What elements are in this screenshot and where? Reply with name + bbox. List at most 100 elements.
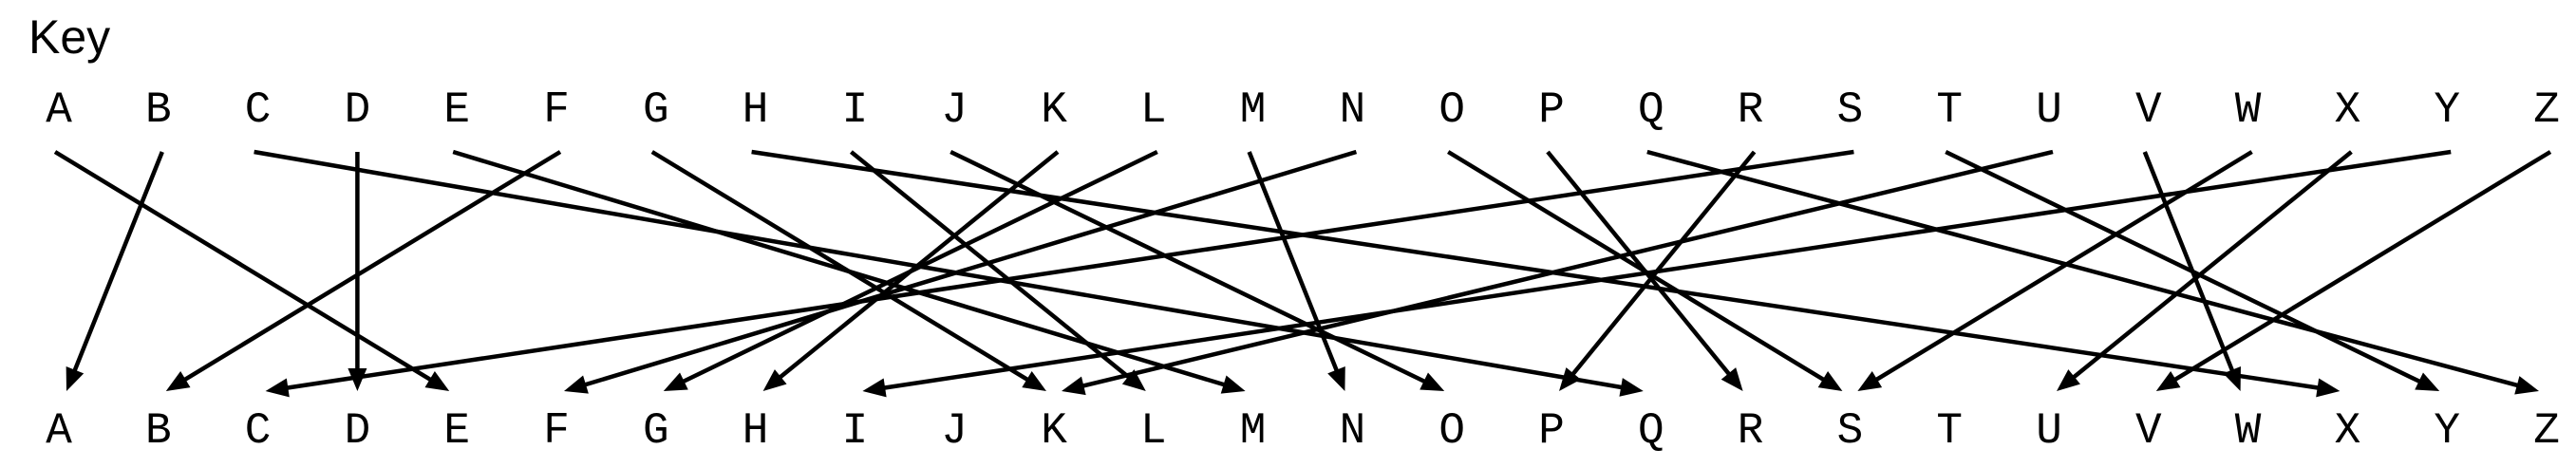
arrow-shaft [1874,150,2253,383]
top-letter-s: S [1837,85,1864,135]
arrow-head [424,370,450,391]
arrow-shaft [849,150,1132,380]
arrow-shaft [882,149,2452,390]
arrow-head [2057,369,2080,391]
top-letter-j: J [941,85,968,135]
top-letter-g: G [643,85,669,135]
bottom-letter-m: M [1240,406,1267,456]
arrow-shaft [2071,150,2353,380]
arrow-head [2155,370,2181,391]
arrow-head [1619,378,1644,397]
bottom-letter-j: J [941,406,968,456]
top-letter-w: W [2235,85,2262,135]
bottom-letter-v: V [2135,406,2162,456]
arrow-head [165,370,191,391]
arrow-i-to-l [849,150,1146,391]
bottom-letter-b: B [145,406,172,456]
bottom-letter-z: Z [2533,406,2560,456]
top-letter-c: C [245,85,272,135]
arrow-shaft [1247,151,1340,373]
top-letter-d: D [345,85,371,135]
top-letter-y: Y [2434,85,2460,135]
bottom-letter-d: D [345,406,371,456]
arrow-head [1022,370,1046,391]
top-letter-a: A [46,85,72,135]
arrow-head [1720,367,1743,391]
bottom-letter-e: E [443,406,470,456]
top-letter-t: T [1936,85,1963,135]
arrow-shaft [72,151,164,373]
bottom-letter-q: Q [1638,406,1664,456]
arrow-head [265,378,290,398]
arrow-l-to-g [663,149,1158,391]
bottom-letter-k: K [1041,406,1067,456]
top-letter-r: R [1738,85,1764,135]
arrow-head [1062,376,1086,396]
arrow-n-to-f [564,149,1358,394]
bottom-letter-a: A [46,406,72,456]
arrow-shaft [650,150,1030,383]
top-letter-v: V [2135,85,2162,135]
arrow-head [564,375,589,394]
arrow-head [2415,372,2440,391]
arrow-shaft [1081,149,2054,389]
top-letter-q: Q [1638,85,1664,135]
top-letter-u: U [2036,85,2062,135]
top-letter-x: X [2335,85,2361,135]
bottom-letter-p: P [1538,406,1565,456]
arrow-shaft [681,149,1158,384]
bottom-letter-n: N [1340,406,1366,456]
arrow-b-to-a [66,151,164,391]
bottom-letter-f: F [543,406,570,456]
arrow-a-to-e [53,150,450,391]
bottom-letter-i: I [842,406,869,456]
bottom-letter-r: R [1738,406,1764,456]
arrow-t-to-y [1945,149,2440,391]
arrow-p-to-r [1546,150,1743,391]
arrow-shaft [583,149,1358,387]
bottom-letter-u: U [2036,406,2062,456]
arrow-k-to-h [762,150,1060,391]
arrow-head [66,366,85,391]
top-letter-k: K [1041,85,1067,135]
arrow-head [862,378,887,398]
arrow-head [1857,370,1883,391]
arrow-u-to-k [1062,149,2054,396]
top-letter-p: P [1538,85,1565,135]
arrow-shaft [2142,151,2235,373]
arrow-f-to-b [165,150,562,391]
arrow-head [1420,372,1445,391]
arrow-shaft [1447,150,1826,383]
arrow-shaft [286,149,1854,390]
arrow-shaft [1945,149,2422,384]
arrow-shaft [751,149,2320,390]
top-letter-b: B [145,85,172,135]
top-letter-n: N [1340,85,1366,135]
arrow-j-to-o [950,149,1445,391]
mapping-arrows [53,149,2552,398]
bottom-letter-l: L [1140,406,1167,456]
arrow-shaft [1646,149,2520,388]
bottom-letter-h: H [743,406,769,456]
arrow-x-to-u [2057,150,2353,391]
arrow-head [663,372,688,391]
top-letter-e: E [443,85,470,135]
arrow-g-to-k [650,150,1046,391]
arrow-head [1559,367,1581,391]
arrow-o-to-s [1447,150,1843,391]
arrow-s-to-c [265,149,1854,398]
top-letter-l: L [1140,85,1167,135]
arrow-shaft [254,149,1624,390]
bottom-letter-t: T [1936,406,1963,456]
key-title: Key [28,10,110,64]
bottom-letter-s: S [1837,406,1864,456]
arrow-shaft [2172,150,2552,383]
arrow-head [1220,375,1246,394]
bottom-letter-w: W [2235,406,2262,456]
arrow-d-to-d [348,152,367,391]
arrow-c-to-q [254,149,1644,397]
top-letter-h: H [743,85,769,135]
arrow-shaft [1546,150,1732,377]
